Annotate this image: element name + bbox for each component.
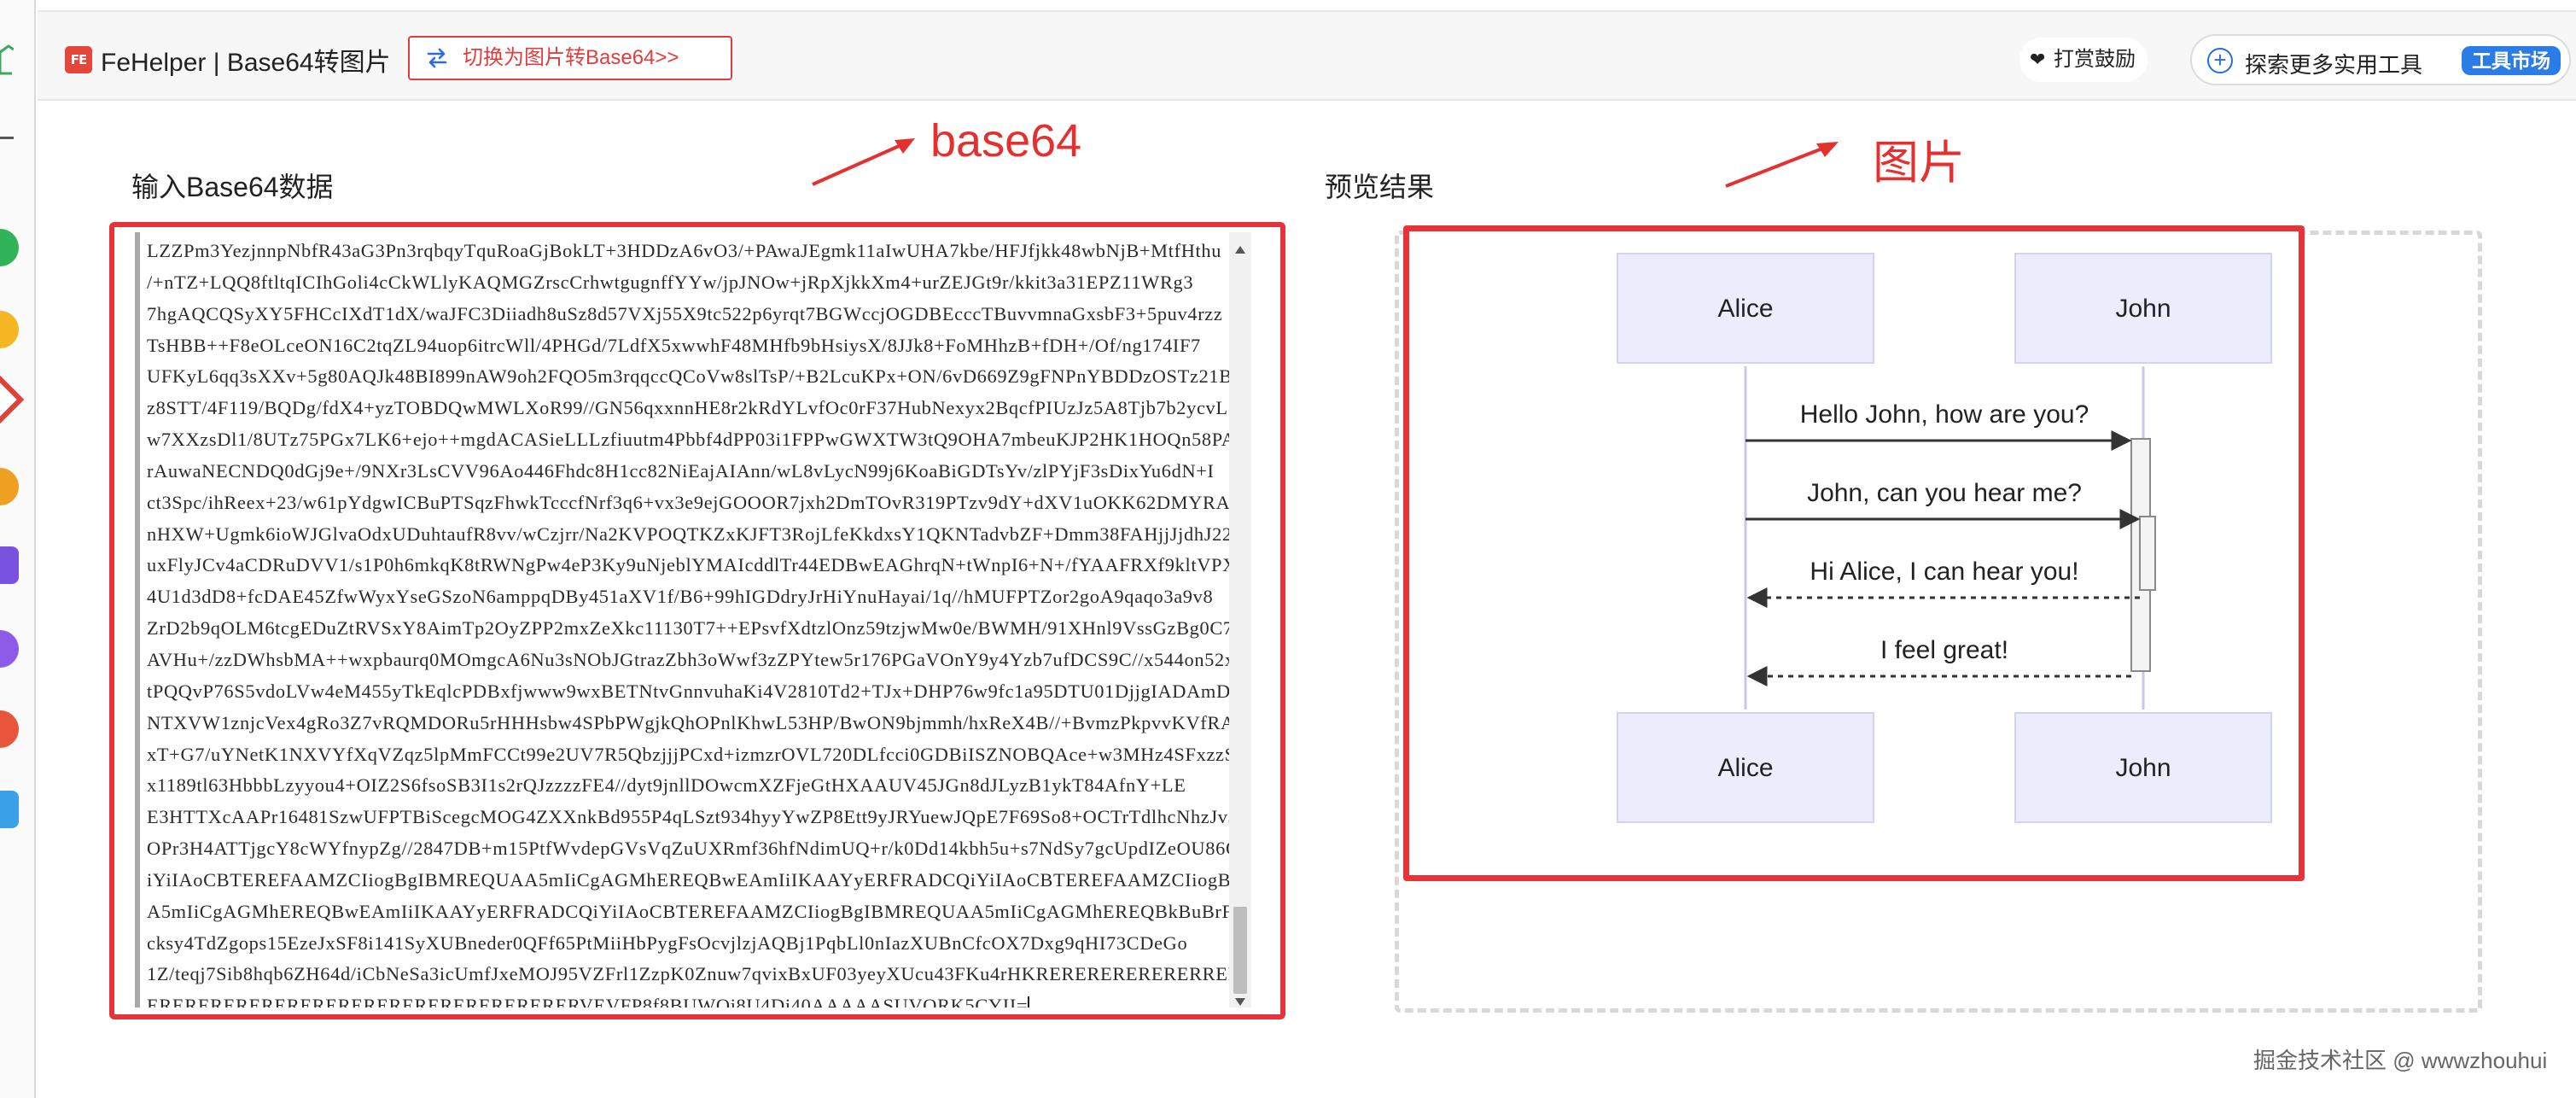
fehelper-logo-icon: FE: [65, 46, 92, 73]
donate-button[interactable]: ❤ 打赏鼓励: [2019, 38, 2148, 82]
participant-john-bottom: [2014, 712, 2272, 823]
base64-line: AVHu+/zzDWhsbMA++wxpbaurq0MOmgcA6Nu3sNOb…: [147, 648, 1248, 670]
base64-line: cksy4TdZgops15EzeJxSF8i141SyXUBneder0QFf…: [147, 932, 1188, 954]
extension-blue-icon[interactable]: [0, 791, 19, 828]
scroll-up-arrow-icon[interactable]: [1235, 246, 1245, 254]
scroll-down-arrow-icon[interactable]: [1235, 998, 1245, 1006]
john-activation-inner: [2139, 516, 2156, 591]
base64-line: LZZPm3YezjnnpNbfR43aG3Pn3rqbqyTquRoaGjBo…: [147, 240, 1222, 261]
watermark: 掘金技术社区 @ wwwzhouhui: [2253, 1048, 2548, 1073]
message-1-label: Hello John, how are you?: [1800, 400, 2089, 429]
participant-alice-top-label: Alice: [1717, 295, 1773, 323]
participant-john-bottom-label: John: [2115, 754, 2171, 782]
heart-icon: ❤: [2030, 49, 2046, 70]
base64-line: x1189tl63HbbbLzyyou4+OIZ2S6fsoSB3I1s2rQJ…: [147, 774, 1186, 797]
base64-line: ERERERERERERERERERERERERERERERERERVEVFP8…: [147, 995, 1029, 1007]
base64-line: /+nTZ+LQQ8ftltqICIhGoli4cCkWLlyKAQMGZrsc…: [147, 271, 1194, 293]
base64-line: nHXW+Ugmk6ioWJGlvaOdxUDuhtaufR8vv/wCzjrr…: [147, 523, 1248, 545]
text-caret: [1028, 996, 1030, 1007]
base64-line: 7hgAQCQSyXY5FHCcIXdT1dX/waJFC3Diiadh8uSz…: [147, 302, 1223, 324]
tool-market-badge: 工具市场: [2462, 46, 2561, 75]
base64-line: ct3Spc/ihReex+23/w61pYdgwICBuPTSqzFhwkTc…: [147, 491, 1244, 513]
message-3-label: Hi Alice, I can hear you!: [1810, 558, 2078, 586]
swap-arrows-icon: [427, 48, 447, 68]
extension-share-icon[interactable]: [0, 375, 25, 424]
explore-label: 探索更多实用工具: [2245, 52, 2423, 78]
base64-line: 1Z/teqj7Sib8hqb6ZH64d/iCbNeSa3icUmfJxeMO…: [147, 963, 1242, 985]
switch-to-image-to-base64-button[interactable]: 切换为图片转Base64>>: [408, 36, 732, 80]
extension-game-icon[interactable]: [0, 710, 19, 748]
base64-line: UFKyL6qq3sXXv+5g80AQJk48BI899nAW9oh2FQO5…: [147, 365, 1248, 388]
extension-purple-icon[interactable]: [0, 546, 19, 584]
textarea-scrollbar[interactable]: [1229, 232, 1251, 1007]
message-4-label: I feel great!: [1880, 636, 2008, 664]
base64-line: OPr3H4ATTjgcY8cWYfnypZg//2847DB+m15PtfWv…: [147, 838, 1240, 860]
preview-image-highlight: Alice John Hello John, how are you? John…: [1403, 225, 2305, 881]
base64-line: tPQQvP76S5vdoLVw4eM455yTkEqlcPDBxfjwww9w…: [147, 680, 1248, 702]
base64-text-content: LZZPm3YezjnnpNbfR43aG3Pn3rqbqyTquRoaGjBo…: [147, 236, 1248, 1007]
plus-circle-icon: +: [2207, 48, 2233, 73]
base64-line: NTXVW1znjcVex4gRo3Z7vRQMDORu5rHHHsbw4SPb…: [147, 711, 1248, 733]
input-section-label: 输入Base64数据: [131, 172, 334, 202]
message-2-label: John, can you hear me?: [1807, 479, 2082, 507]
base64-line: w7XXzsDl1/8UTz75PGx7LK6+ejo++mgdACASieLL…: [147, 429, 1248, 451]
image-annotation-arrow: [1725, 142, 1839, 188]
home-icon[interactable]: [0, 44, 14, 79]
base64-annotation: base64: [930, 115, 1082, 166]
base64-line: A5mIiCgAGMhEREQBwEAmIiIKAAYyERFRADCQiYiI…: [147, 900, 1248, 922]
participant-alice-top: [1617, 253, 1874, 364]
browser-sidebar: [0, 0, 36, 1098]
app-header: FE FeHelper | Base64转图片 切换为图片转Base64>> ❤…: [38, 10, 2576, 101]
base64-line: z8STT/4F119/BQDg/fdX4+yzTOBDQwMWLXoR99//…: [147, 397, 1228, 419]
extension-yellow-icon[interactable]: [0, 311, 19, 348]
sequence-diagram-image: Alice John Hello John, how are you? John…: [1617, 253, 2272, 823]
base64-line: E3HTTXcAAPr16481SzwUFPTBiScegcMOG4ZXXnkB…: [147, 806, 1238, 828]
base64-line: uxFlyJCv4aCDRuDVV1/s1P0h6mkqK8tRWNgPw4eP…: [147, 554, 1237, 576]
base64-input-highlight: LZZPm3YezjnnpNbfR43aG3Pn3rqbqyTquRoaGjBo…: [109, 222, 1285, 1019]
base64-line: ZrD2b9qOLM6tcgEDuZtRVSxY8AimTp2OyZPP2mxZ…: [147, 617, 1242, 640]
switch-button-label: 切换为图片转Base64>>: [463, 46, 679, 69]
image-annotation: 图片: [1873, 137, 1965, 189]
preview-section-label: 预览结果: [1325, 172, 1435, 202]
base64-line: iYiIAoCBTEREFAAMZCIiogBgIBMREQUAA5mIiCgA…: [147, 868, 1248, 891]
extension-violet-icon[interactable]: [0, 630, 19, 668]
participant-john-top-label: John: [2115, 295, 2171, 323]
participant-alice-bottom-label: Alice: [1717, 754, 1773, 782]
base64-annotation-arrow: [812, 138, 915, 186]
base64-line: TsHBB++F8eOLceON16C2tqZL94uop6itrcWll/4P…: [147, 334, 1201, 356]
base64-line: rAuwaNECNDQ0dGj9e+/9NXr3LsCVV96Ao446Fhdc…: [147, 459, 1215, 482]
sidebar-divider: [0, 137, 14, 139]
base64-input-textarea[interactable]: LZZPm3YezjnnpNbfR43aG3Pn3rqbqyTquRoaGjBo…: [135, 232, 1251, 1007]
explore-tools-button[interactable]: + 探索更多实用工具 工具市场: [2190, 34, 2571, 85]
donate-label: 打赏鼓励: [2054, 48, 2136, 71]
extension-colorful-icon[interactable]: [0, 468, 19, 505]
app-title: FeHelper | Base64转图片: [101, 49, 391, 77]
base64-line: 4U1d3dD8+fcDAE45ZfwWyxYseGSzoN6amppqDBy4…: [147, 586, 1214, 608]
extension-green-icon[interactable]: [0, 229, 19, 266]
participant-john-top: [2014, 253, 2272, 364]
base64-line: xT+G7/uYNetK1NXVYfXqVZqz5lpMmFCCt99e2UV7…: [147, 743, 1248, 765]
participant-alice-bottom: [1617, 712, 1874, 823]
scroll-thumb[interactable]: [1233, 907, 1247, 994]
